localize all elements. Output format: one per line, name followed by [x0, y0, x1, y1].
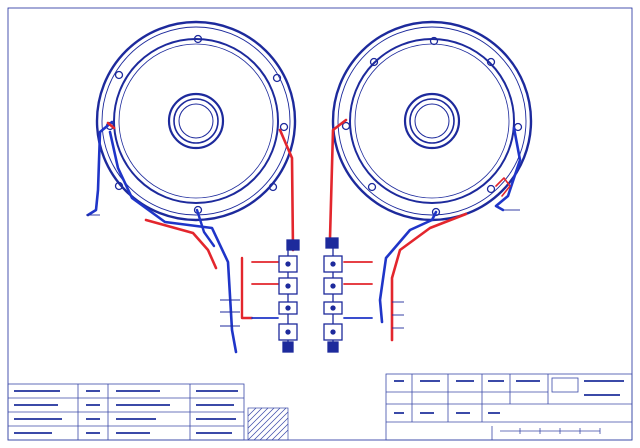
left-speaker-surround [118, 43, 274, 199]
left-terminal-screw [285, 261, 291, 267]
title-block-badge [551, 377, 579, 393]
right-mounting-hole [429, 36, 439, 46]
right-mounting-hole [486, 57, 496, 67]
left-mounting-hole [268, 182, 278, 192]
title-block-left [7, 383, 245, 441]
right-terminal-screw [330, 283, 336, 289]
left-positive-wire-a [144, 218, 218, 270]
right-terminal-wire [328, 118, 348, 240]
left-mounting-hole [272, 73, 282, 83]
right-mounting-hole [431, 207, 441, 217]
hatched-patch [247, 407, 289, 441]
right-ground-wire [494, 126, 522, 212]
right-terminal-screw [330, 305, 336, 311]
left-speaker-dustcap [173, 98, 219, 144]
right-terminal-foot [327, 341, 339, 353]
title-block-right [385, 373, 633, 441]
right-speaker-frame [331, 20, 533, 222]
sheet-border [7, 7, 633, 441]
left-speaker-cone [113, 38, 279, 204]
right-speaker-surround [354, 43, 510, 199]
right-mounting-hole [486, 184, 496, 194]
right-speaker-dustcap-outer [403, 92, 461, 150]
left-speaker-voicecoil [178, 103, 214, 139]
left-mounting-hole [279, 122, 289, 132]
right-speaker-voicecoil [414, 103, 450, 139]
left-terminal-red [106, 121, 116, 130]
left-terminal-block [278, 239, 300, 353]
right-terminal-screw [330, 261, 336, 267]
right-terminal-cap [325, 237, 339, 249]
left-speaker [95, 20, 297, 222]
left-positive-wire-b [195, 208, 216, 248]
left-terminal-screw [285, 283, 291, 289]
title-block-right-frame [385, 373, 633, 441]
right-speaker-cone [349, 38, 515, 204]
left-terminal-foot [282, 341, 294, 353]
right-mounting-hole [341, 121, 351, 131]
right-mounting-hole [369, 57, 379, 67]
right-positive-wire [390, 212, 468, 342]
right-mounting-hole [367, 182, 377, 192]
left-terminal-screw [285, 329, 291, 335]
leader-lines [86, 209, 520, 329]
left-wiring [86, 120, 295, 354]
left-mounting-hole [193, 34, 203, 44]
left-signal-wire [240, 256, 254, 320]
right-terminal-screw [330, 329, 336, 335]
right-speaker-rim [337, 26, 527, 216]
left-mounting-hole [114, 70, 124, 80]
right-terminal-block [323, 237, 343, 353]
left-terminal-wire [278, 128, 295, 252]
right-speaker [331, 20, 533, 222]
left-ground-wire [86, 120, 114, 217]
left-negative-wire [108, 130, 238, 354]
left-speaker-frame [95, 20, 297, 222]
left-terminal-cap [286, 239, 300, 251]
left-speaker-dustcap-outer [167, 92, 225, 150]
left-terminal-screw [285, 305, 291, 311]
left-speaker-rim [101, 26, 291, 216]
left-mounting-hole [114, 181, 124, 191]
right-negative-wire [378, 210, 438, 324]
right-wiring [328, 118, 522, 342]
right-speaker-dustcap [409, 98, 455, 144]
right-terminal-loop [495, 177, 511, 197]
